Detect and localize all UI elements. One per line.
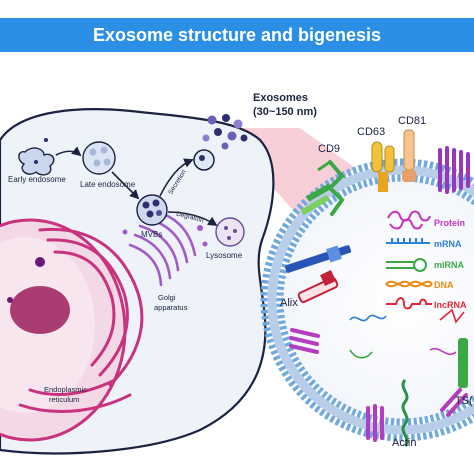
cargo-doodles	[349, 308, 465, 359]
label-cd9: CD9	[318, 143, 340, 155]
released-exosomes	[202, 114, 248, 150]
purple-left-protein	[289, 328, 320, 354]
legend-protein-icon	[387, 210, 431, 230]
membrane-inner-heads	[276, 174, 474, 426]
blue-rod-protein	[284, 245, 352, 273]
cd81-protein	[402, 129, 416, 182]
late-endosome	[82, 141, 116, 175]
legend-dna-icon	[385, 280, 433, 288]
purple-bottom-protein	[366, 404, 384, 442]
cd63-protein	[371, 141, 395, 192]
label-er-1: Endoplasmic	[44, 385, 87, 394]
label-lysosome: Lysosome	[206, 251, 243, 260]
green-receptor	[300, 183, 332, 216]
label-late-endosome: Late endosome	[80, 180, 136, 189]
label-tsg: TS(	[455, 395, 473, 407]
label-alix: Alix	[280, 297, 298, 309]
label-cd81: CD81	[398, 115, 426, 127]
label-cd63: CD63	[357, 126, 385, 138]
lysosome	[215, 217, 245, 247]
purple-right-protein	[440, 388, 468, 417]
purple-tetraspanin	[438, 146, 470, 194]
legend-lncrna-icon	[386, 297, 432, 310]
legend-mirna-icon	[386, 258, 427, 272]
exosome-section	[260, 129, 474, 447]
diagram-title: Exosome structure and bigenesis	[92, 24, 382, 45]
label-golgi-2: apparatus	[154, 303, 188, 312]
nucleus	[0, 218, 127, 442]
legend-lncrna-label: lncRNA	[434, 300, 467, 310]
legend-protein-label: Protein	[434, 218, 465, 228]
label-er-2: reticulum	[49, 395, 79, 404]
tsg-protein	[458, 338, 468, 388]
label-exosome-size: (30~150 nm)	[253, 106, 317, 118]
mvb-body	[136, 194, 168, 226]
label-actin: Actin	[392, 437, 416, 449]
alix-protein	[297, 270, 339, 303]
title-bar: Exosome structure and bigenesis	[0, 18, 474, 52]
label-exosomes: Exosomes	[253, 92, 308, 104]
early-endosome	[18, 138, 55, 176]
pathway-arrows	[55, 146, 218, 227]
label-golgi-1: Golgi	[158, 293, 176, 302]
label-mvbs: MVBs	[141, 230, 162, 239]
legend-mrna-icon	[386, 238, 430, 244]
secreting-exosome	[199, 155, 205, 161]
actin-filament	[401, 379, 409, 447]
endoplasmic-reticulum	[18, 227, 144, 414]
legend-dna-label: DNA	[434, 280, 454, 290]
membrane-outer-heads	[260, 158, 474, 442]
legend-mirna-label: miRNA	[434, 260, 465, 270]
legend-mrna-label: mRNA	[434, 239, 462, 249]
label-early-endosome: Early endosome	[8, 175, 66, 184]
exosome-lumen	[280, 178, 474, 422]
